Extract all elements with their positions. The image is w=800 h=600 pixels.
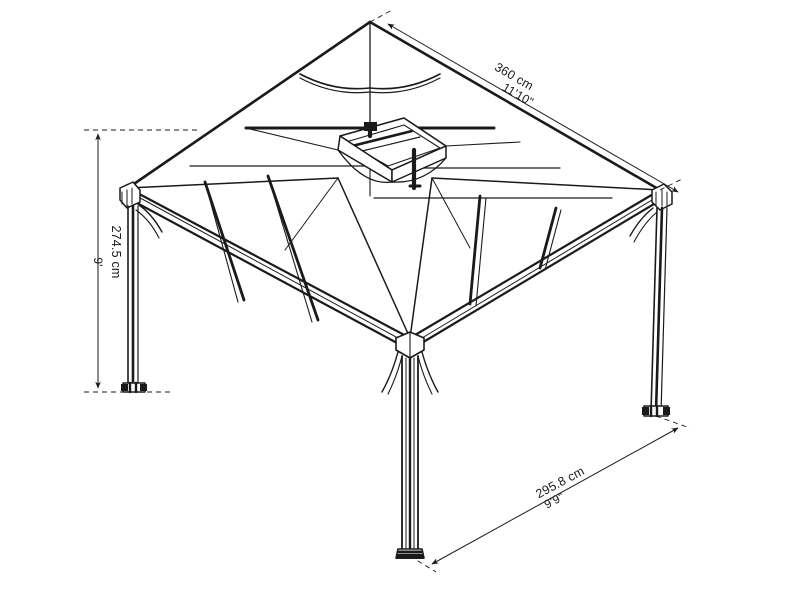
roof-front-left-face — [122, 174, 412, 352]
post-right — [629, 183, 673, 418]
gazebo-assembly — [119, 20, 673, 559]
dimension-height-imperial: 9' — [91, 257, 105, 266]
dimension-height-metric: 274.5 cm — [109, 225, 123, 278]
post-left — [119, 181, 163, 394]
post-front-center — [381, 331, 439, 559]
eave-fascia-trim — [130, 192, 663, 345]
dimension-base-depth: 295.8 cm 9'9" — [409, 415, 691, 573]
dimension-height: 274.5 cm 9' — [84, 129, 200, 393]
